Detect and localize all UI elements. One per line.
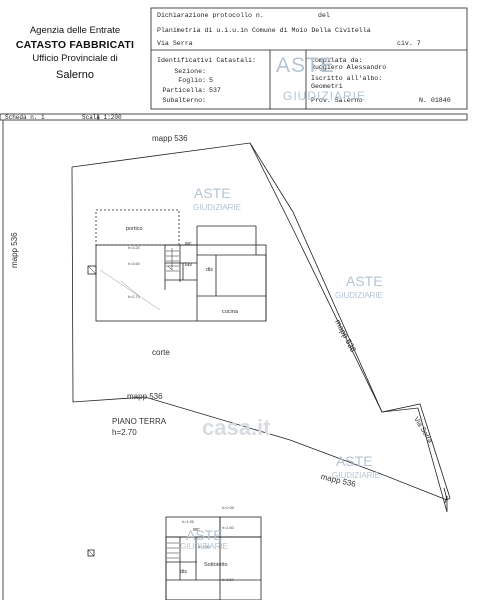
height-360: h=3.60 (128, 262, 140, 266)
room-cucina: cucina (222, 309, 238, 315)
compilata-label: Compilata da: (311, 57, 363, 64)
albo-value: Geometri (311, 83, 343, 90)
numero-label: N. 01840 (419, 97, 451, 104)
sezione-label: Sezione: (174, 68, 206, 75)
subalterno-label: Subalterno: (162, 97, 206, 104)
del-label: del (318, 12, 330, 19)
scala-label: Scala 1:200 (82, 114, 122, 121)
upper-height-195: h=1.95 (182, 520, 194, 524)
civico-label: civ. 7 (397, 40, 421, 47)
room-wc: wc (185, 241, 192, 247)
floor-plan (2, 120, 451, 600)
upper-height-350: h=3.50 (222, 578, 234, 582)
watermark-aste-3: ASTE (336, 453, 373, 469)
mapp-label-left: mapp 536 (10, 232, 19, 268)
identificativi-title: Identificativi Catastali: (157, 57, 256, 64)
casa-watermark: casa.it (202, 415, 271, 440)
iscritto-label: Iscritto all'albo: (311, 75, 383, 82)
height-320: h=3.20 (128, 246, 140, 250)
corte-label: corte (152, 348, 170, 357)
room-portico: portico (126, 226, 143, 232)
header-watermark-giudiziarie: GIUDIZIARIE (283, 89, 367, 103)
watermark-giudiziarie-4: GIUDIZIARIE (180, 542, 229, 551)
scheda-label: Scheda n. 1 (5, 114, 45, 121)
watermark-aste-4: ASTE (186, 527, 223, 543)
header-watermark-aste: ASTE (276, 54, 335, 77)
upper-height-095: h=0.95 (222, 506, 234, 510)
ufficio-label: Ufficio Provinciale di (32, 53, 118, 64)
mapp-label-mid: mapp 536 (127, 392, 163, 401)
planimetria-label: Planimetria di u.i.u.in Comune di Moio D… (157, 27, 371, 34)
header-frame (0, 7, 468, 121)
foglio-value: 5 (209, 77, 213, 84)
upper-height-180: h=1.80 (198, 545, 210, 549)
watermark-aste-2: ASTE (346, 273, 383, 289)
room-dis: dis (206, 267, 214, 273)
room-lav: lav (185, 262, 193, 268)
upper-room-dis: dis (180, 569, 188, 575)
via-label: Via Serra (157, 40, 193, 47)
height-270: h=2.70 (128, 295, 140, 299)
agency-block: Agenzia delle Entrate CATASTO FABBRICATI… (0, 24, 150, 82)
particella-value: 537 (209, 87, 221, 94)
particella-label: Particella: (162, 87, 206, 94)
piano-terra-label: PIANO TERRA (112, 417, 167, 426)
prov-label: Prov. Salerno (311, 97, 363, 104)
foglio-label: Foglio: (178, 77, 206, 84)
watermark-giudiziarie-3: GIUDIZIARIE (332, 471, 381, 480)
compilata-name: Ruggiero Alessandro (311, 64, 387, 71)
ufficio-city: Salerno (56, 69, 94, 81)
agency-name: Agenzia delle Entrate (29, 25, 121, 36)
piano-height-label: h=2.70 (112, 428, 137, 437)
dichiarazione-label: Dichiarazione protocollo n. (157, 12, 264, 19)
watermark-giudiziarie-1: GIUDIZIARIE (193, 203, 242, 212)
mapp-label-top: mapp 536 (152, 134, 188, 143)
upper-room-sottotetto: Sottotetto (204, 562, 228, 568)
watermark-aste-1: ASTE (194, 185, 231, 201)
catasto-title: CATASTO FABBRICATI (15, 39, 135, 51)
watermark-giudiziarie-2: GIUDIZIARIE (335, 291, 384, 300)
upper-room-wc: wc (193, 527, 200, 533)
upper-height-160: h=1.60 (222, 526, 234, 530)
